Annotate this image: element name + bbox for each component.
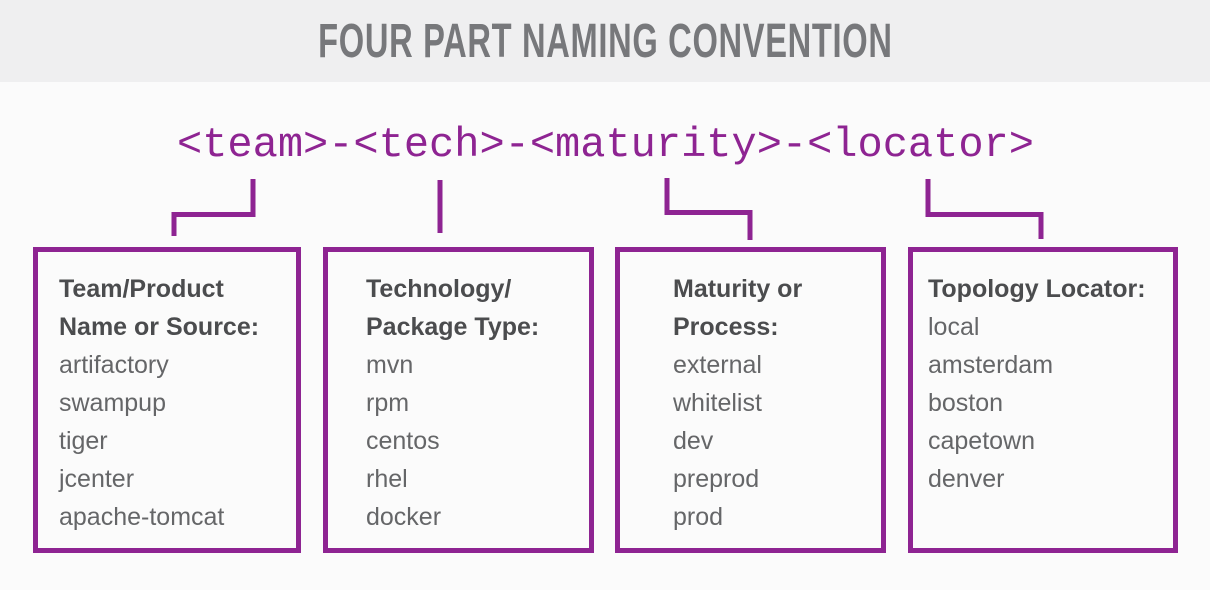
box-title: Topology Locator: — [928, 275, 1146, 303]
list-item: prod — [673, 503, 724, 531]
list-item: docker — [366, 503, 442, 531]
list-item: artifactory — [59, 351, 169, 379]
list-item: boston — [928, 389, 1004, 417]
box-title: Process: — [673, 313, 779, 341]
list-item: centos — [366, 427, 440, 455]
list-item: apache-tomcat — [59, 503, 225, 531]
list-item: swampup — [59, 389, 166, 417]
list-item: rhel — [366, 465, 408, 493]
list-item: rpm — [366, 389, 410, 417]
box-maturity-process: Maturity or Process: external whitelist … — [615, 247, 886, 553]
list-item: tiger — [59, 427, 108, 455]
list-item: amsterdam — [928, 351, 1054, 379]
box-team-product: Team/Product Name or Source: artifactory… — [33, 247, 301, 553]
box-technology-package: Technology/ Package Type: mvn rpm centos… — [323, 247, 594, 553]
list-item: dev — [673, 427, 714, 455]
list-item: denver — [928, 465, 1005, 493]
connector-team — [171, 179, 256, 236]
list-item: mvn — [366, 351, 414, 379]
list-item: jcenter — [59, 465, 135, 493]
box-title: Name or Source: — [59, 313, 260, 341]
list-item: capetown — [928, 427, 1036, 455]
box-topology-locator: Topology Locator: local amsterdam boston… — [908, 247, 1178, 553]
list-item: whitelist — [673, 389, 762, 417]
box-title: Maturity or — [673, 275, 803, 303]
connector-maturity — [664, 178, 753, 240]
list-item: local — [928, 313, 980, 341]
page-title: FOUR PART NAMING CONVENTION — [317, 14, 893, 68]
naming-pattern: <team>-<tech>-<maturity>-<locator> — [177, 121, 1034, 169]
box-title: Team/Product — [59, 275, 224, 303]
list-item: preprod — [673, 465, 760, 493]
connector-lines — [171, 178, 1044, 240]
box-title: Package Type: — [366, 313, 540, 341]
header-band: FOUR PART NAMING CONVENTION — [0, 0, 1210, 82]
box-title: Technology/ — [366, 275, 512, 303]
connector-locator — [925, 179, 1044, 239]
list-item: external — [673, 351, 762, 379]
